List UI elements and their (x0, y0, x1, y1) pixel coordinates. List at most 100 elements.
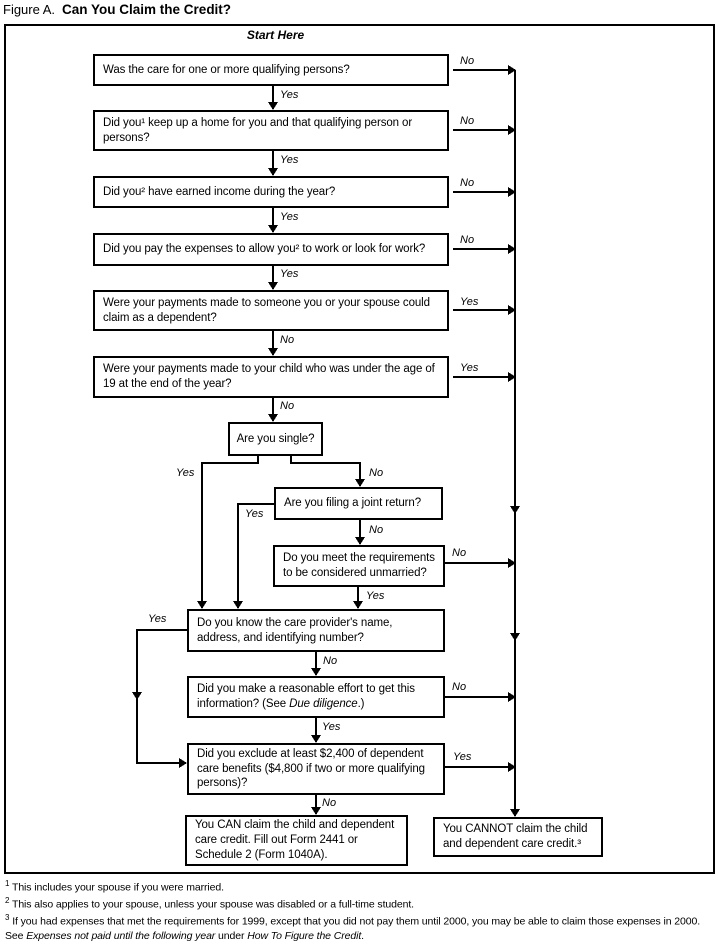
label-q6-no: No (280, 400, 295, 412)
label-q9-yes: Yes (366, 590, 385, 602)
arrowhead (197, 601, 207, 609)
arrowhead (132, 692, 142, 700)
node-q5-text: Were your payments made to someone you o… (103, 296, 430, 324)
footnote-2-marker: 2 (5, 896, 10, 905)
arrowhead (179, 758, 187, 768)
arrowhead (508, 125, 516, 135)
arrowhead (268, 102, 278, 110)
arrowhead (508, 762, 516, 772)
arrowhead (508, 244, 516, 254)
arrow-q7-yes-line (201, 456, 259, 603)
node-q2-text: Did you¹ keep up a home for you and that… (103, 116, 413, 144)
label-q1-yes: Yes (280, 89, 299, 101)
label-q5-no: No (280, 334, 295, 346)
node-q9-text: Do you meet the requirements to be consi… (283, 552, 435, 579)
footnote-3: 3 If you had expenses that met the requi… (5, 913, 717, 943)
node-q3: Did you² have earned income during the y… (93, 176, 449, 208)
footnote-1-text: This includes your spouse if you were ma… (12, 881, 224, 894)
node-q11-text: Did you make a reasonable effort to get … (197, 682, 435, 711)
node-q12-text: Did you exclude at least $2,400 of depen… (197, 747, 425, 790)
arrow-q7-no-line (290, 456, 361, 481)
arrowhead (268, 225, 278, 233)
label-q4-no: No (460, 234, 475, 246)
arrowhead (311, 668, 321, 676)
figure-title-text: Can You Claim the Credit? (62, 2, 232, 17)
node-q1-text: Was the care for one or more qualifying … (103, 63, 350, 76)
arrow-q10-yes-line (136, 629, 187, 764)
arrowhead (508, 187, 516, 197)
node-can-claim-text: You CAN claim the child and dependent ca… (195, 819, 395, 861)
label-q2-yes: Yes (280, 154, 299, 166)
footnote-2: 2 This also applies to your spouse, unle… (5, 896, 717, 912)
node-q7-text: Are you single? (236, 432, 315, 445)
node-q6-text: Were your payments made to your child wh… (103, 363, 435, 390)
node-q3-text: Did you² have earned income during the y… (103, 185, 336, 198)
arrowhead (510, 506, 520, 514)
arrowhead (510, 633, 520, 641)
label-q8-no: No (369, 524, 384, 536)
arrowhead (508, 692, 516, 702)
node-q7: Are you single? (228, 422, 323, 456)
arrowhead (268, 168, 278, 176)
figure-label: Figure A. (3, 2, 56, 17)
node-q4: Did you pay the expenses to allow you² t… (93, 233, 449, 266)
arrowhead (508, 372, 516, 382)
label-q5-yes: Yes (460, 296, 479, 308)
arrowhead (311, 807, 321, 815)
node-q8: Are you filing a joint return? (274, 487, 443, 520)
figure-title: Figure A. Can You Claim the Credit? (3, 2, 231, 17)
arrowhead (311, 735, 321, 743)
footnote-3-part-1: If you had expenses that met the require… (5, 915, 701, 942)
node-q12: Did you exclude at least $2,400 of depen… (187, 743, 445, 795)
label-q4-yes: Yes (280, 268, 299, 280)
label-q3-yes: Yes (280, 211, 299, 223)
node-cannot-claim-text: You CANNOT claim the child and dependent… (443, 823, 588, 850)
label-q10-no: No (323, 655, 338, 667)
arrowhead (353, 601, 363, 609)
footnote-3-marker: 3 (5, 913, 10, 922)
node-q4-text: Did you pay the expenses to allow you² t… (103, 243, 426, 256)
node-q2: Did you¹ keep up a home for you and that… (93, 110, 449, 151)
label-q12-yes: Yes (453, 751, 472, 763)
footnote-3-text: If you had expenses that met the require… (5, 916, 700, 942)
arrowhead (355, 479, 365, 487)
footnote-1: 1 This includes your spouse if you were … (5, 879, 717, 895)
node-q10: Do you know the care provider's name, ad… (187, 609, 445, 652)
footnote-3-part-5: . (361, 929, 364, 942)
footnote-1-marker: 1 (5, 879, 10, 888)
arrowhead (268, 282, 278, 290)
label-q12-no: No (322, 797, 337, 809)
label-q10-yes: Yes (148, 613, 167, 625)
arrowhead (233, 601, 243, 609)
label-q2-no: No (460, 115, 475, 127)
arrowhead (508, 305, 516, 315)
node-q11-text-start: Did you make a reasonable effort to get … (197, 683, 415, 710)
footnote-3-part-3: under (215, 929, 248, 942)
arrowhead (508, 558, 516, 568)
footnote-3-part-2: Expenses not paid until the following ye… (26, 929, 216, 942)
arrowhead (508, 65, 516, 75)
flowchart-border (4, 24, 715, 874)
arrowhead (268, 414, 278, 422)
node-q1: Was the care for one or more qualifying … (93, 54, 449, 86)
node-q6: Were your payments made to your child wh… (93, 356, 449, 398)
node-cannot-claim: You CANNOT claim the child and dependent… (433, 817, 603, 857)
label-q11-no: No (452, 681, 467, 693)
arrow-q8-yes-line (237, 503, 274, 603)
label-q3-no: No (460, 177, 475, 189)
start-here-label: Start Here (246, 28, 305, 42)
arrowhead (268, 348, 278, 356)
footnote-2-text: This also applies to your spouse, unless… (12, 898, 414, 911)
node-q10-text: Do you know the care provider's name, ad… (197, 616, 393, 644)
label-q9-no: No (452, 547, 467, 559)
label-q6-yes: Yes (460, 362, 479, 374)
node-q9: Do you meet the requirements to be consi… (273, 545, 445, 587)
label-q1-no: No (460, 55, 475, 67)
label-q7-yes: Yes (176, 467, 195, 479)
node-q11-text-italic: Due diligence (289, 698, 358, 710)
node-can-claim: You CAN claim the child and dependent ca… (185, 815, 408, 866)
label-q11-yes: Yes (322, 721, 341, 733)
label-q7-no: No (369, 467, 384, 479)
